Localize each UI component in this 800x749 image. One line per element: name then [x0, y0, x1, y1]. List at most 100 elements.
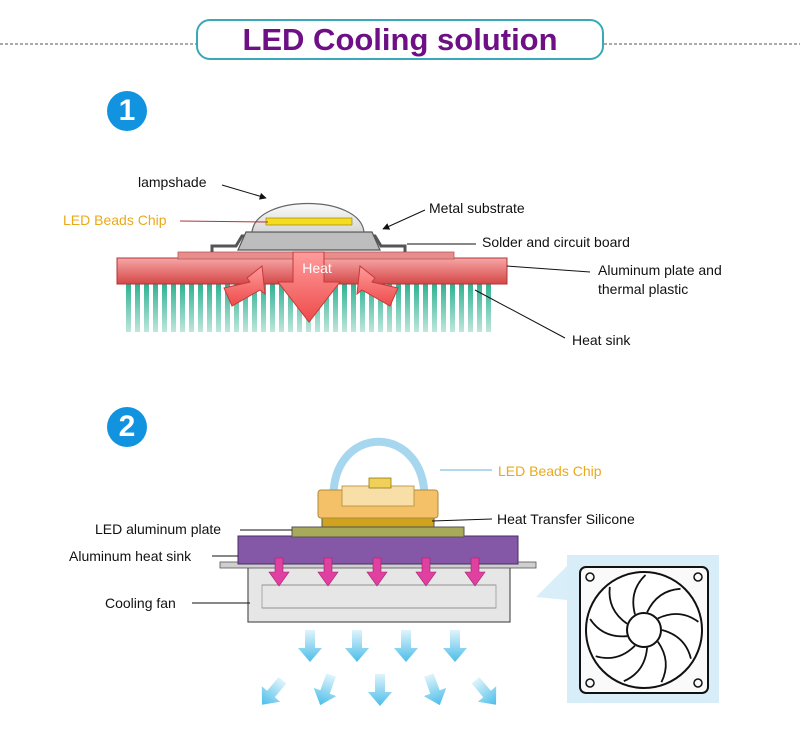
heat-sink-fin — [450, 282, 455, 332]
airflow-arrow — [394, 630, 418, 662]
heat-sink-fin — [351, 282, 356, 332]
heat-sink-fin — [486, 282, 491, 332]
heat-sink-fins — [126, 282, 491, 332]
heat-sink-fin — [180, 282, 185, 332]
heat-sink-fin — [477, 282, 482, 332]
airflow-arrow — [423, 673, 447, 706]
label-solder-circuit-board: Solder and circuit board — [482, 234, 630, 250]
heat-sink-fin — [261, 282, 266, 332]
heat-sink-fin — [153, 282, 158, 332]
airflow-arrow — [313, 673, 337, 706]
heat-sink-fin — [405, 282, 410, 332]
metal-substrate — [237, 231, 381, 251]
heat-sink-fin — [216, 282, 221, 332]
heat-arrow-left — [223, 265, 266, 307]
heat-sink-fin — [243, 282, 248, 332]
heat-sink-fin — [126, 282, 131, 332]
heat-sink-fin — [324, 282, 329, 332]
heat-flow-arrow — [366, 557, 388, 587]
heat-sink-fin — [207, 282, 212, 332]
heat-sink-fin — [252, 282, 257, 332]
led-diagram-1: Heat — [116, 184, 591, 339]
heat-flow-arrow — [415, 557, 437, 587]
fan-blade — [661, 629, 692, 659]
heat-sink-fin — [369, 282, 374, 332]
cooling-fan-icon — [579, 566, 709, 694]
heat-sink-fin — [144, 282, 149, 332]
airflow-arrows — [261, 630, 497, 706]
heat-sink-fin — [423, 282, 428, 332]
fan-blades — [589, 574, 699, 683]
label-aluminum-heat-sink: Aluminum heat sink — [69, 548, 192, 564]
fan-blade — [657, 641, 667, 683]
led-chip — [265, 217, 353, 226]
heat-arrow-center — [276, 251, 342, 323]
heat-sink-fin — [288, 282, 293, 332]
label-aluminum-plate-line2: thermal plastic — [598, 281, 689, 297]
heat-sink-fin — [441, 282, 446, 332]
heat-flow-arrow — [268, 557, 290, 587]
label-metal-substrate: Metal substrate — [429, 200, 525, 216]
heat-sink-fin — [414, 282, 419, 332]
label-lampshade: lampshade — [138, 174, 207, 190]
heat-sink-fin — [333, 282, 338, 332]
label-cooling-fan: Cooling fan — [105, 595, 176, 611]
label-led-beads-chip-2: LED Beads Chip — [498, 463, 602, 479]
led-bead-chip — [368, 477, 392, 489]
section-1-badge: 1 — [107, 91, 147, 131]
fan-blade — [589, 618, 628, 638]
heat-sink-fin — [279, 282, 284, 332]
airflow-arrow — [471, 676, 497, 705]
heat-transfer-silicone — [321, 517, 435, 528]
heat-sink-fin — [468, 282, 473, 332]
airflow-arrow — [261, 676, 287, 705]
heat-flow-arrow — [464, 557, 486, 587]
airflow-arrow — [368, 674, 392, 706]
fan-blade — [646, 587, 681, 613]
fan-blade — [657, 613, 699, 623]
heat-sink-fin — [234, 282, 239, 332]
heat-sink-fin — [135, 282, 140, 332]
heat-sink-fin — [198, 282, 203, 332]
led-aluminum-plate — [291, 526, 465, 538]
leader-heat-sink — [474, 289, 566, 339]
heat-arrow-right — [356, 265, 399, 307]
heat-sink-fin — [378, 282, 383, 332]
airflow-arrow — [345, 630, 369, 662]
heat-sink-fin — [270, 282, 275, 332]
fan-blade — [608, 586, 628, 625]
heat-sink-fin — [459, 282, 464, 332]
heat-sink-fin — [225, 282, 230, 332]
heat-sink-fin — [342, 282, 347, 332]
heat-label: Heat — [302, 260, 332, 276]
heat-sink-fin — [171, 282, 176, 332]
heat-sink-fin — [162, 282, 167, 332]
label-led-aluminum-plate: LED aluminum plate — [95, 521, 222, 537]
led-package-top — [341, 485, 415, 507]
fan-blade — [632, 574, 647, 615]
airflow-arrow — [298, 630, 322, 662]
leader-heat-transfer-silicone — [431, 518, 493, 522]
page-title: LED Cooling solution — [196, 19, 604, 60]
leader-lampshade — [221, 184, 267, 200]
heat-sink-fin — [432, 282, 437, 332]
label-led-beads-chip: LED Beads Chip — [63, 212, 167, 228]
heat-sink-fin — [189, 282, 194, 332]
heat-sink-fin — [387, 282, 392, 332]
fan-blade — [595, 644, 636, 659]
leader-led-beads-chip — [179, 220, 269, 223]
fan-housing-inner — [261, 584, 497, 609]
leader-metal-substrate — [382, 209, 426, 230]
section-2-badge: 2 — [107, 407, 147, 447]
lens-dome-arc — [329, 437, 429, 511]
heat-sink-fin — [396, 282, 401, 332]
airflow-arrow — [443, 630, 467, 662]
label-aluminum-plate-line1: Aluminum plate and — [598, 262, 722, 278]
label-heat-transfer-silicone: Heat Transfer Silicone — [497, 511, 635, 527]
fan-blade — [623, 647, 648, 683]
heat-flow-arrows — [268, 557, 486, 587]
heat-sink-fin — [360, 282, 365, 332]
led-diagram-2 — [192, 437, 719, 706]
